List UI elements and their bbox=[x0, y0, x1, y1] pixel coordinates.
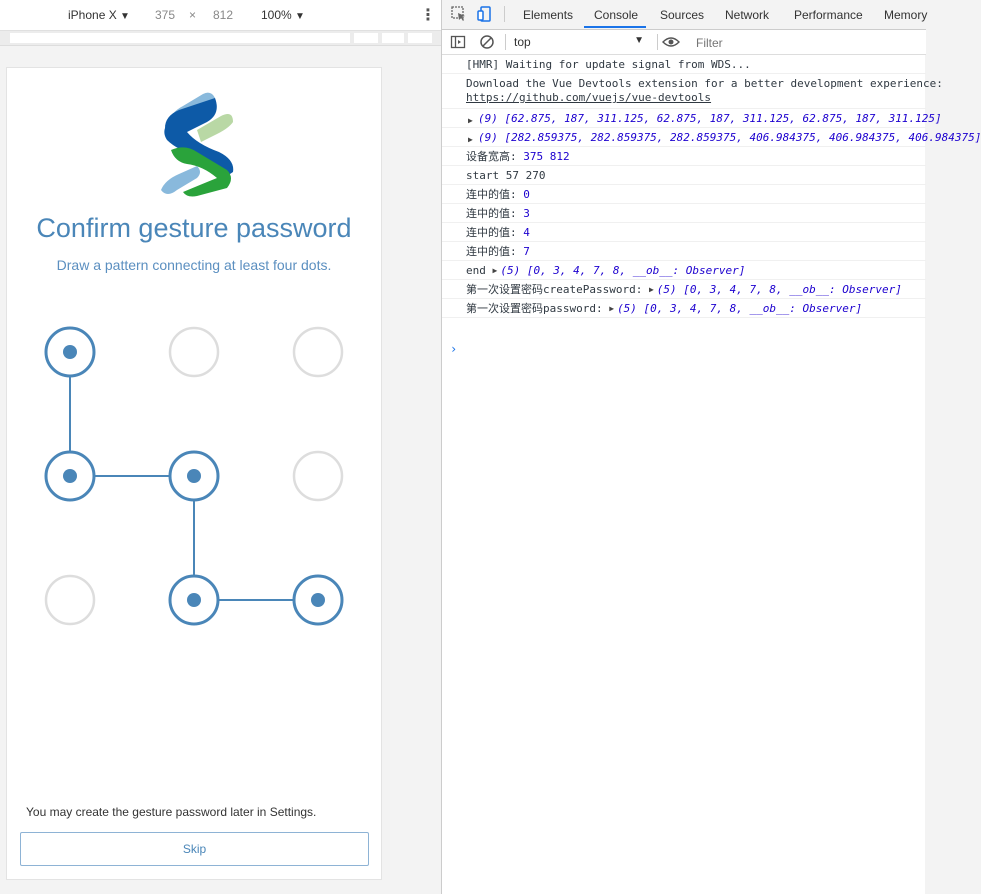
log-row: start 57 270 bbox=[442, 166, 926, 185]
log-row: 连中的值: 0 bbox=[442, 185, 926, 204]
pattern-dot[interactable] bbox=[168, 326, 220, 378]
active-tab-indicator bbox=[584, 26, 646, 28]
page-subtitle: Draw a pattern connecting at least four … bbox=[56, 257, 332, 273]
log-row: 连中的值: 4 bbox=[442, 223, 926, 242]
page-title: Confirm gesture password bbox=[36, 213, 352, 243]
inspect-element-icon[interactable] bbox=[450, 5, 468, 23]
log-label: 连中的值: bbox=[466, 188, 517, 201]
log-label: 连中的值: bbox=[466, 207, 517, 220]
array-preview: (9) [62.875, 187, 311.125, 62.875, 187, … bbox=[478, 112, 942, 125]
more-options-icon[interactable]: ⋮ bbox=[420, 7, 436, 24]
dimension-times: × bbox=[189, 8, 197, 22]
log-label: 连中的值: bbox=[466, 226, 517, 239]
log-text: Download the Vue Devtools extension for … bbox=[466, 77, 943, 90]
log-value: 57 270 bbox=[505, 169, 546, 182]
log-row[interactable]: end ▶(5) [0, 3, 4, 7, 8, __ob__: Observe… bbox=[442, 261, 926, 280]
pattern-dot-center bbox=[311, 593, 325, 607]
log-row: 连中的值: 7 bbox=[442, 242, 926, 261]
tab-elements[interactable]: Elements bbox=[523, 8, 574, 22]
expand-arrow-icon[interactable]: ▶ bbox=[492, 266, 498, 275]
expand-arrow-icon[interactable]: ▶ bbox=[609, 304, 615, 313]
expand-arrow-icon[interactable]: ▶ bbox=[468, 116, 473, 125]
gesture-pattern-pad[interactable] bbox=[7, 298, 381, 678]
log-label: 连中的值: bbox=[466, 245, 517, 258]
array-preview: (5) [0, 3, 4, 7, 8, __ob__: Observer] bbox=[500, 264, 746, 277]
clear-console-icon[interactable] bbox=[479, 34, 495, 50]
array-preview: (5) [0, 3, 4, 7, 8, __ob__: Observer] bbox=[617, 302, 863, 315]
tab-memory[interactable]: Memory bbox=[884, 8, 928, 22]
tab-console[interactable]: Console bbox=[594, 8, 639, 22]
console-log: [HMR] Waiting for update signal from WDS… bbox=[442, 55, 981, 356]
zoom-caret-icon: ▼ bbox=[295, 11, 305, 22]
array-preview: (5) [0, 3, 4, 7, 8, __ob__: Observer] bbox=[656, 283, 902, 296]
devtools-tabbar: Elements Console Sources Network Perform… bbox=[442, 0, 928, 30]
console-prompt-icon[interactable]: › bbox=[450, 342, 458, 356]
tab-network[interactable]: Network bbox=[725, 8, 770, 22]
device-name: iPhone X bbox=[68, 8, 117, 22]
log-label: 第一次设置密码password: bbox=[466, 302, 603, 315]
log-value: 7 bbox=[523, 245, 530, 258]
bank-logo bbox=[161, 92, 234, 197]
log-value: 4 bbox=[523, 226, 530, 239]
pattern-dot-center bbox=[63, 345, 77, 359]
width-field[interactable]: 375 bbox=[155, 8, 176, 22]
skip-button[interactable]: Skip bbox=[20, 832, 369, 866]
log-row: 设备宽高: 375 812 bbox=[442, 147, 926, 166]
pattern-dot-center bbox=[187, 593, 201, 607]
tab-sources[interactable]: Sources bbox=[660, 8, 705, 22]
log-value: 375 812 bbox=[523, 150, 570, 163]
tab-performance[interactable]: Performance bbox=[794, 8, 863, 22]
log-value: 0 bbox=[523, 188, 530, 201]
log-row: 连中的值: 3 bbox=[442, 204, 926, 223]
log-row[interactable]: 第一次设置密码password: ▶(5) [0, 3, 4, 7, 8, __… bbox=[442, 299, 926, 318]
device-toggle-icon[interactable] bbox=[476, 5, 494, 23]
log-label: 第一次设置密码createPassword: bbox=[466, 283, 643, 296]
log-label: end bbox=[466, 264, 486, 277]
height-field[interactable]: 812 bbox=[213, 8, 234, 22]
log-row[interactable]: 第一次设置密码createPassword: ▶(5) [0, 3, 4, 7,… bbox=[442, 280, 926, 299]
expand-arrow-icon[interactable]: ▶ bbox=[648, 285, 654, 294]
pattern-dot[interactable] bbox=[292, 326, 344, 378]
sidebar-toggle-icon[interactable] bbox=[450, 34, 466, 50]
log-label: start bbox=[466, 169, 500, 182]
log-row[interactable]: ▶ (9) [62.875, 187, 311.125, 62.875, 187… bbox=[442, 109, 942, 128]
device-select[interactable]: iPhone X ▼ bbox=[68, 8, 130, 22]
log-row: Download the Vue Devtools extension for … bbox=[442, 74, 943, 109]
pattern-dot[interactable] bbox=[44, 574, 96, 626]
media-query-ruler bbox=[0, 31, 441, 46]
device-caret-icon: ▼ bbox=[120, 11, 130, 22]
devtools-link[interactable]: https://github.com/vuejs/vue-devtools bbox=[466, 91, 712, 104]
later-note: You may create the gesture password late… bbox=[26, 805, 317, 819]
filter-input[interactable] bbox=[694, 33, 918, 53]
array-preview: (9) [282.859375, 282.859375, 282.859375,… bbox=[478, 131, 981, 144]
context-caret-icon: ▼ bbox=[634, 35, 644, 46]
log-row: [HMR] Waiting for update signal from WDS… bbox=[442, 55, 926, 74]
console-toolbar: top ▼ bbox=[442, 30, 926, 55]
log-text: [HMR] Waiting for update signal from WDS… bbox=[466, 58, 751, 71]
pattern-dot-center bbox=[63, 469, 77, 483]
device-toolbar: iPhone X ▼ 375 × 812 100% ▼ ⋮ bbox=[0, 0, 441, 31]
phone-viewport: Confirm gesture password Draw a pattern … bbox=[6, 67, 382, 880]
log-row[interactable]: ▶ (9) [282.859375, 282.859375, 282.85937… bbox=[442, 128, 981, 147]
context-value: top bbox=[514, 35, 531, 49]
zoom-value: 100% bbox=[261, 8, 292, 22]
eye-icon[interactable] bbox=[662, 34, 680, 50]
zoom-select[interactable]: 100% ▼ bbox=[261, 8, 305, 22]
devtools-panel: Elements Console Sources Network Perform… bbox=[441, 0, 981, 894]
pattern-dot-center bbox=[187, 469, 201, 483]
log-value: 3 bbox=[523, 207, 530, 220]
pattern-dot[interactable] bbox=[292, 450, 344, 502]
context-select[interactable]: top ▼ bbox=[514, 35, 644, 49]
device-emulator-pane: iPhone X ▼ 375 × 812 100% ▼ ⋮ Confirm ge… bbox=[0, 0, 441, 894]
log-label: 设备宽高: bbox=[466, 150, 517, 163]
expand-arrow-icon[interactable]: ▶ bbox=[468, 135, 473, 144]
